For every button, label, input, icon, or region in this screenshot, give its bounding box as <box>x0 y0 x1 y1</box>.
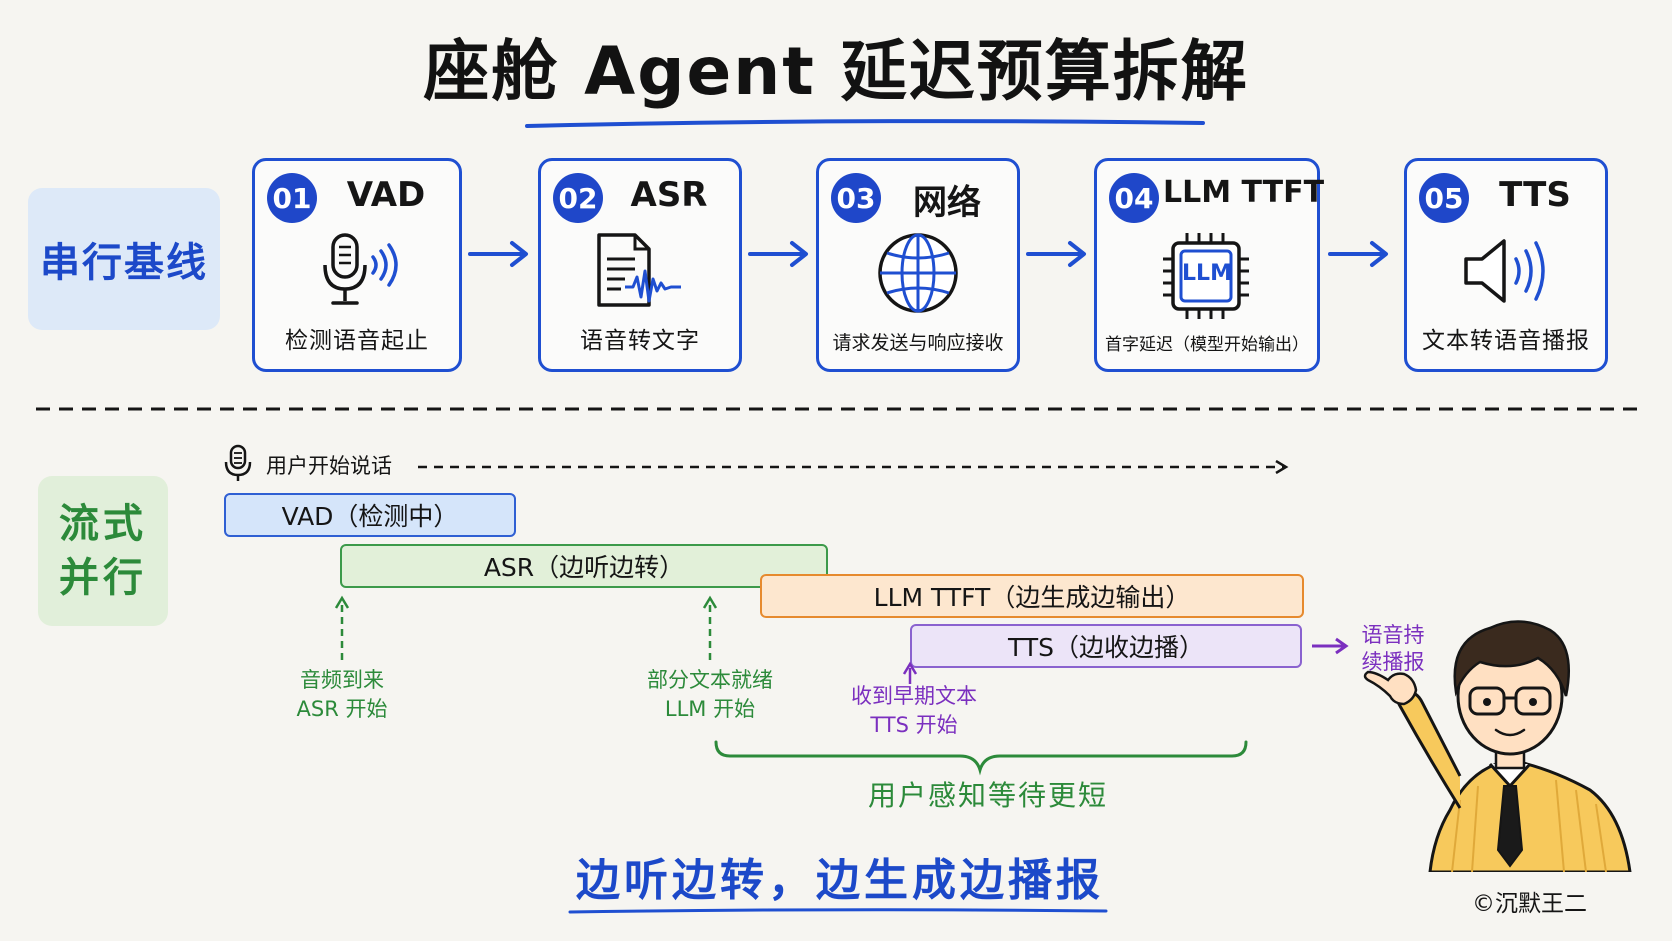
stage-number: 05 <box>1419 173 1469 223</box>
vad-bar: VAD（检测中） <box>224 493 516 537</box>
speak-start-row: 用户开始说话 <box>218 444 1298 484</box>
title-underline <box>525 119 1205 128</box>
chip-label: LLM <box>1182 261 1232 286</box>
speak-start-label: 用户开始说话 <box>266 454 392 478</box>
section-divider <box>36 407 1646 411</box>
serial-baseline-label: 串行基线 <box>28 188 220 330</box>
speaker-icon <box>1456 231 1556 315</box>
note-line: 续播报 <box>1361 650 1425 674</box>
curly-brace <box>714 740 1248 776</box>
globe-icon <box>873 231 963 319</box>
arrow-right-icon <box>1312 637 1349 655</box>
presenter-illustration <box>1363 620 1632 872</box>
note-line: 收到早期文本 <box>851 684 977 708</box>
asr-bar: ASR（边听边转） <box>340 544 828 588</box>
note-line: 语音持 <box>1361 623 1425 647</box>
stage-number: 01 <box>267 173 317 223</box>
up-arrow-icon <box>702 595 718 660</box>
arrow-right-icon <box>468 241 528 267</box>
llm-chip-icon: LLM <box>1157 231 1257 325</box>
stage-description: 首字延迟（模型开始输出） <box>1105 335 1309 355</box>
page-title: 座舱 Agent 延迟预算拆解 <box>423 33 1249 110</box>
early-text-note: 收到早期文本 TTS 开始 <box>834 682 994 740</box>
copyright-text: ©沉默王二 <box>1472 891 1587 917</box>
arrow-right-icon <box>1026 241 1086 267</box>
stage-description: 语音转文字 <box>580 328 700 354</box>
document-waveform-icon <box>585 231 695 315</box>
stage-title: LLM TTFT <box>1163 175 1325 210</box>
stage-network: 03 网络 请求发送与响应接收 <box>816 158 1020 372</box>
microphone-icon <box>224 444 252 481</box>
stage-description: 请求发送与响应接收 <box>832 332 1004 354</box>
stage-title: 网络 <box>913 183 981 223</box>
note-line: LLM 开始 <box>664 697 756 721</box>
stream-parallel-label: 流式并行 <box>38 476 168 626</box>
tagline-underline <box>568 908 1108 914</box>
up-arrow-icon <box>334 595 350 660</box>
note-line: TTS 开始 <box>870 713 958 737</box>
note-line: 部分文本就绪 <box>647 668 773 692</box>
stage-tts: 05 TTS 文本转语音播报 <box>1404 158 1608 372</box>
speech-continues-note: 语音持 续播报 <box>1358 622 1428 676</box>
stage-title: VAD <box>346 175 426 215</box>
shorter-wait-label: 用户感知等待更短 <box>867 779 1108 812</box>
stage-asr: 02 ASR 语音转文字 <box>538 158 742 372</box>
arrow-right-icon <box>1328 241 1388 267</box>
dashed-arrow-right-icon <box>418 460 1289 474</box>
arrow-right-icon <box>748 241 808 267</box>
stream-parallel-text: 流式并行 <box>59 501 147 601</box>
stage-vad: 01 VAD 检测语音起止 <box>252 158 462 372</box>
tts-bar: TTS（边收边播） <box>910 624 1302 668</box>
audio-arrives-note: 音频到来 ASR 开始 <box>262 666 422 724</box>
stage-description: 文本转语音播报 <box>1422 328 1590 354</box>
stage-title: ASR <box>630 175 708 215</box>
stage-llm-ttft: 04 LLM TTFT LLM 首字延迟（模型开始输出） <box>1094 158 1325 372</box>
note-line: 音频到来 <box>300 668 384 692</box>
stage-number: 04 <box>1109 173 1159 223</box>
microphone-icon <box>307 231 407 315</box>
partial-text-note: 部分文本就绪 LLM 开始 <box>620 666 800 724</box>
stage-description: 检测语音起止 <box>285 328 429 354</box>
stage-number: 02 <box>553 173 603 223</box>
stage-title: TTS <box>1499 175 1571 215</box>
llm-ttft-bar: LLM TTFT（边生成边输出） <box>760 574 1304 618</box>
note-line: ASR 开始 <box>296 697 388 721</box>
stage-number: 03 <box>831 173 881 223</box>
tagline: 边听边转，边生成边播报 <box>576 855 1104 906</box>
